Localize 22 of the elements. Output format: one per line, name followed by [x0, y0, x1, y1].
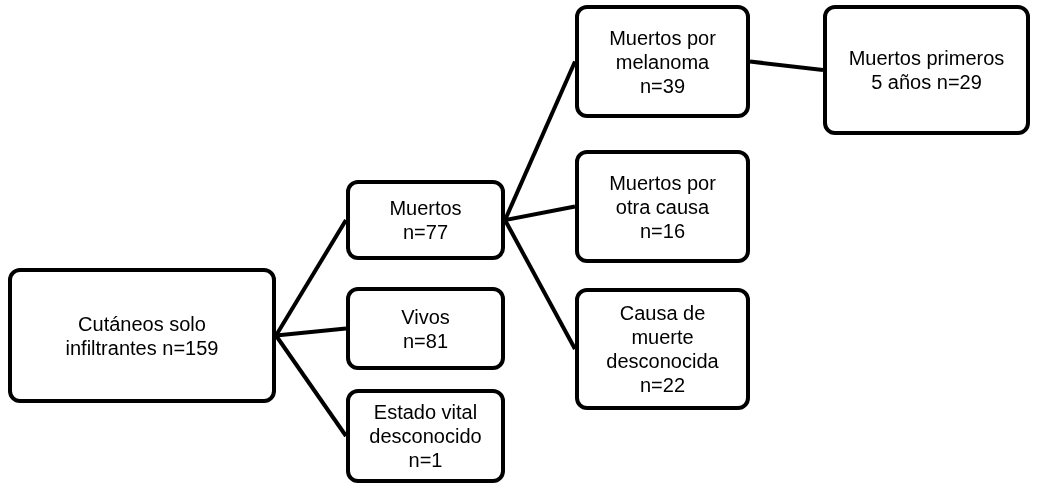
process-box	[346, 180, 505, 260]
box-label: Vivos n=81	[400, 304, 451, 353]
connector-line	[504, 204, 576, 222]
process-box	[575, 288, 750, 410]
box-label: Causa de muerte desconocida n=22	[605, 301, 720, 397]
process-box	[346, 389, 505, 483]
connector-line	[275, 326, 347, 338]
process-box	[823, 5, 1030, 135]
box-label: Muertos n=77	[388, 196, 463, 244]
connector-line	[503, 219, 577, 350]
connector-line	[274, 334, 348, 438]
process-box	[575, 150, 750, 263]
box-label: Estado vital desconocido n=1	[368, 400, 483, 472]
box-label: Muertos por otra causa n=16	[608, 170, 717, 243]
box-label: Muertos por melanoma n=39	[608, 25, 717, 98]
box-label: Muertos primeros 5 años n=29	[847, 46, 1006, 94]
process-box	[346, 287, 505, 370]
process-box	[575, 5, 750, 118]
process-box	[8, 268, 276, 403]
box-label: Cutáneos solo infiltrantes n=159	[64, 311, 220, 360]
connector-line	[503, 60, 577, 221]
connector-line	[749, 59, 824, 72]
